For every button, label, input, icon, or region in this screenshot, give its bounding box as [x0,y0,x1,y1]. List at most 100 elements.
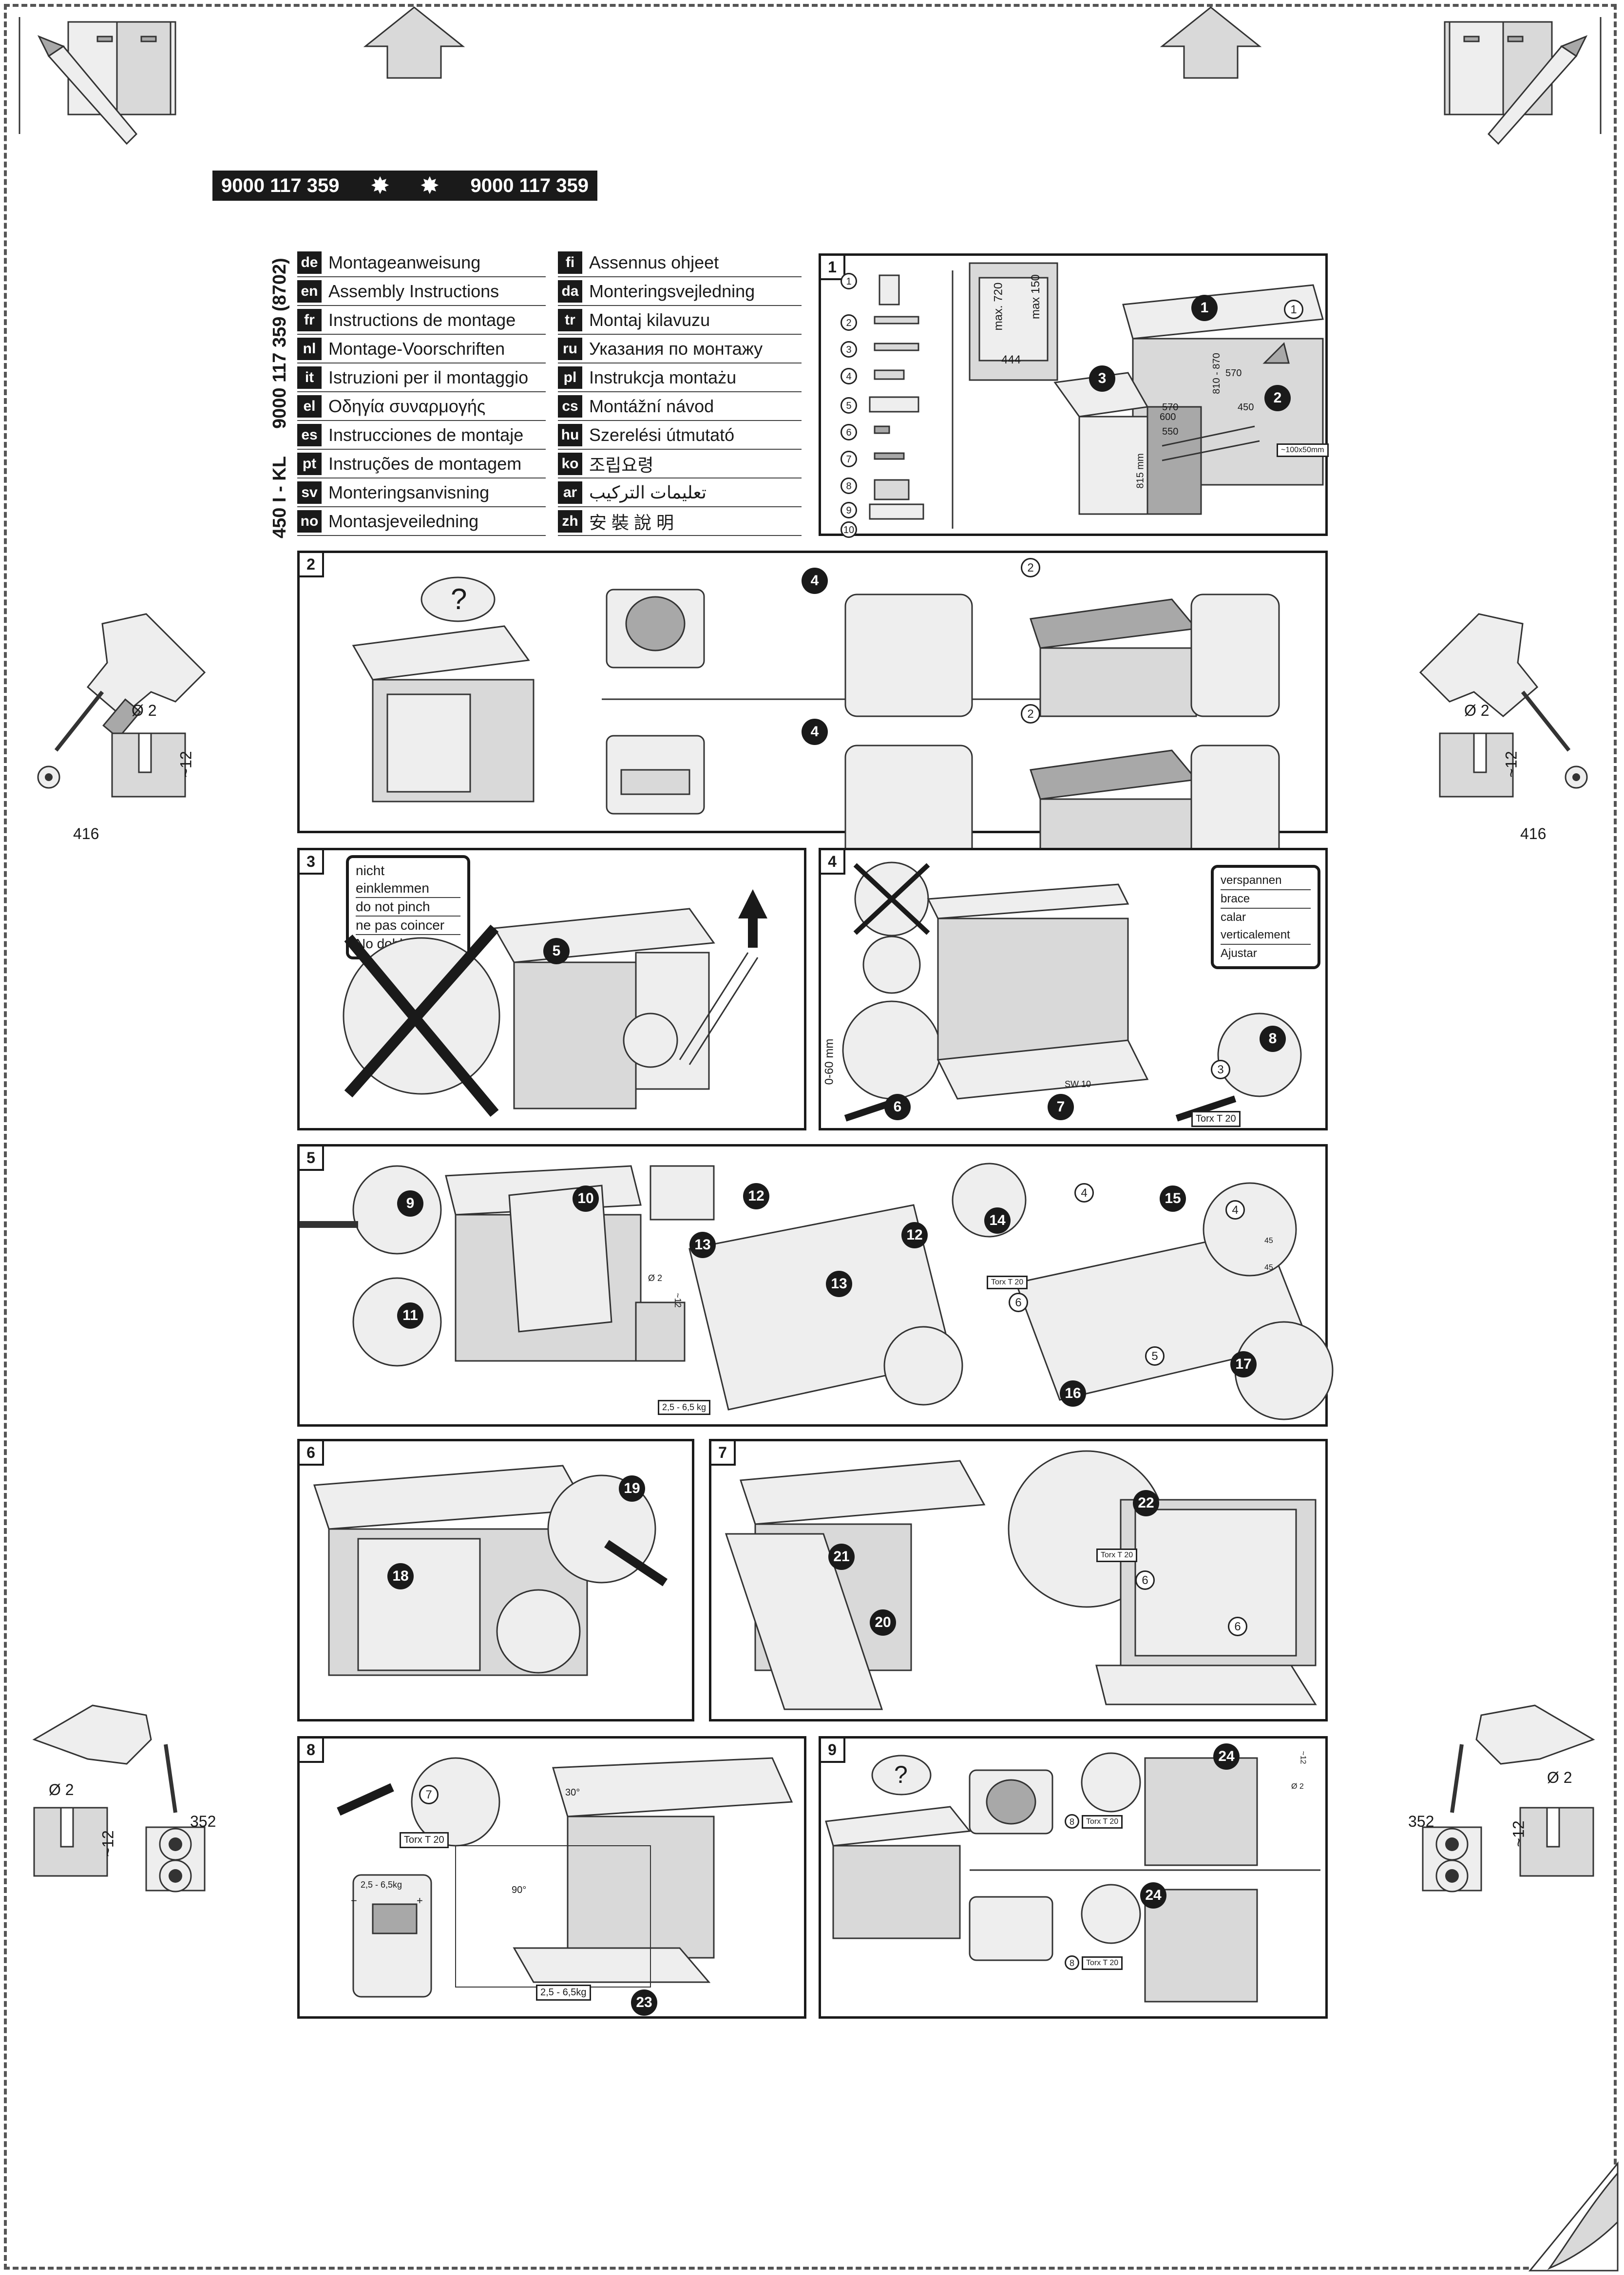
step-number: 4 [821,850,845,875]
torx-tag: Torx T 20 [1191,1111,1241,1127]
step-number: 3 [300,850,324,875]
dim-550: 550 [1162,426,1179,437]
language-code: no [297,510,322,533]
part-number-1: 1 [841,273,857,289]
ref-part-8-b: 8 [1065,1955,1079,1970]
language-title: Instrukcja montażu [589,367,737,387]
dim-815mm: 815 mm [1135,453,1146,489]
step-number: 5 [300,1147,324,1171]
dim-max-720: max. 720 [992,282,1005,331]
language-title: Szerelési útmutató [589,424,735,445]
torx-tag: Torx T 20 [987,1276,1028,1289]
weight-tag: 2,5 - 6,5 kg [658,1400,711,1415]
side-distance-left: 416 [73,825,99,842]
ref-part-4-b: 4 [1225,1200,1245,1220]
height-adjust-drawing [842,861,1302,1122]
callout-12-b: 12 [901,1222,928,1248]
language-code: ar [558,481,582,504]
star-icon: ✸ [371,173,389,198]
language-code: pt [297,452,322,475]
question-mark: ? [894,1761,908,1788]
language-code: da [558,280,582,303]
callout-11: 11 [397,1302,423,1329]
callout-4: 4 [802,568,828,594]
dim-600: 600 [1160,412,1176,422]
language-code: ko [558,452,582,475]
language-title: Assembly Instructions [328,281,499,301]
language-title: Montageanweisung [328,252,481,272]
note-de: verspannen [1221,872,1311,890]
language-code: tr [558,308,582,331]
drill-depth: ~12 [672,1293,683,1308]
callout-8: 8 [1260,1026,1286,1052]
part-number-right: 9000 117 359 [470,174,589,196]
language-title: Montage-Voorschriften [328,338,505,359]
language-code: el [297,395,322,418]
language-title: Οδηγία συναρμογής [328,396,486,416]
kitchen-counter-drawing [352,576,535,803]
language-title: Montaj kilavuzu [589,309,710,330]
drill-icon-left-lower [32,1704,206,1893]
language-title: 조립요령 [589,455,654,475]
part-number-8: 8 [841,478,857,494]
torx-tag: Torx T 20 [1096,1549,1138,1562]
part-number-4: 4 [841,368,857,384]
callout-14: 14 [984,1207,1011,1234]
angle-30: 30° [565,1787,580,1798]
step-panel-7: 7 21 20 22 6 6 Torx T 20 [709,1439,1328,1721]
callout-12: 12 [743,1183,769,1209]
dim-45-a: 45 [1264,1237,1273,1245]
ref-part-4: 4 [1074,1183,1094,1203]
callout-5: 5 [543,938,570,964]
weight-tag: 2,5 - 6,5kg [536,1985,591,2001]
language-title: Instruções de montagem [328,453,522,474]
up-arrow-icon-left [363,6,465,79]
language-code: de [297,251,322,274]
language-code: es [297,423,322,446]
niche-dimension-drawing [969,262,1058,381]
drill-diameter: Ø 2 [648,1273,663,1283]
hose-routing-drawing [343,889,767,1117]
question-mark: ? [451,583,467,615]
callout-20: 20 [870,1609,896,1636]
ref-part-3: 3 [1211,1060,1230,1079]
callout-2: 2 [1264,385,1291,411]
bottom-distance-left: 352 [190,1813,216,1830]
dim-444: 444 [1001,353,1021,366]
ref-part-6: 6 [1135,1570,1155,1590]
note-fr: calar verticalement [1221,909,1311,945]
ref-part-6-b: 6 [1228,1617,1247,1636]
language-title: Istruzioni per il montaggio [328,367,529,387]
up-arrow-icon-right [1160,6,1262,79]
bottom-distance-right: 352 [1408,1813,1434,1830]
language-title: تعليمات التركيب [589,482,707,502]
drill-depth-right-upper: ~12 [1502,751,1520,778]
door-balance-drawing [337,1757,793,1998]
step-number: 9 [821,1739,845,1763]
part-number-7: 7 [841,451,857,467]
torx-tag-b: Torx T 20 [1082,1956,1123,1970]
parts-list-drawing [869,270,954,529]
language-code: ru [558,337,582,360]
drill-diameter-left-lower: Ø 2 [49,1781,74,1798]
torx-tag: Torx T 20 [1082,1815,1123,1829]
step-number: 8 [300,1739,324,1763]
ref-part-2-b: 2 [1021,704,1040,724]
step-panel-8: 8 7 Torx T 20 2,5 - 6,5kg − + 30° 90° 2,… [297,1736,806,2019]
drill-depth-right-lower: ~12 [1509,1820,1528,1847]
brace-note: verspannen brace calar verticalement Aju… [1211,865,1320,969]
drill-icon-right-lower [1422,1704,1595,1893]
ref-part-7: 7 [419,1785,439,1804]
language-row-el: el Οδηγία συναρμογής [297,392,546,421]
side-distance-right: 416 [1520,825,1547,842]
part-number-10: 10 [841,521,857,538]
minus-sign: − [351,1894,357,1907]
callout-13: 13 [689,1232,716,1258]
note-en: do not pinch [356,898,460,917]
pencil-marking-icon-right [1444,17,1602,145]
